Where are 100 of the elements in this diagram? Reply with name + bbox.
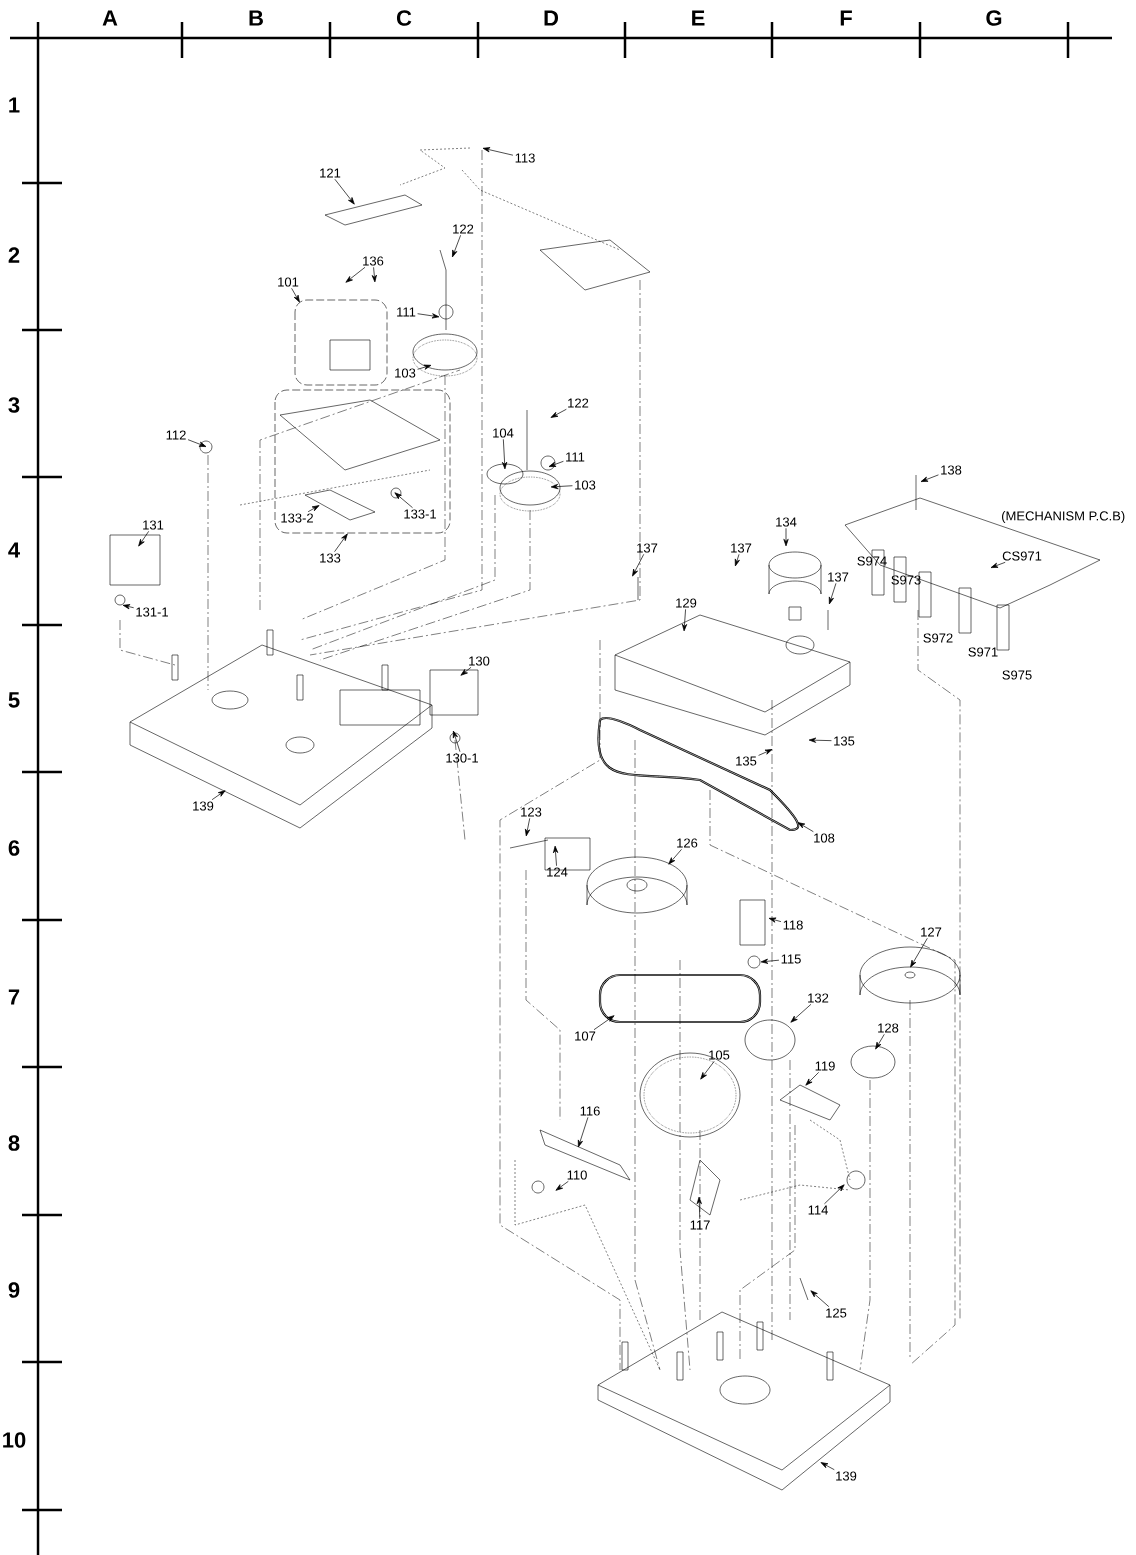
- grid-column-letter: E: [692, 10, 705, 26]
- callout-number: 128: [878, 1023, 899, 1033]
- leader-line: [460, 666, 472, 676]
- callout-number: 126: [677, 838, 698, 848]
- grid-row-number: 4: [8, 542, 20, 558]
- leader-line: [810, 1290, 830, 1308]
- leader-line: [525, 817, 531, 837]
- callout-number: 133: [320, 553, 341, 563]
- callout-number: 139: [193, 801, 214, 811]
- leader-line: [345, 266, 366, 283]
- leader-line: [394, 492, 413, 509]
- leader-line: [577, 1116, 589, 1148]
- callout-number: 101: [278, 277, 299, 287]
- callout-number: 137: [637, 543, 658, 553]
- callout-number: 114: [808, 1205, 828, 1215]
- leader-line: [734, 553, 740, 567]
- leader-line: [875, 1033, 885, 1050]
- callout-number: 118: [783, 920, 803, 930]
- leader-line: [760, 958, 780, 964]
- leader-line: [790, 1003, 812, 1023]
- callout-number: 119: [815, 1061, 835, 1071]
- switch-label: S973: [891, 575, 921, 585]
- leader-line: [211, 790, 226, 801]
- leader-line: [820, 1462, 835, 1471]
- callout-number: 117: [690, 1220, 710, 1230]
- callout-number: 123: [521, 807, 542, 817]
- leader-line: [334, 178, 355, 205]
- callout-number: 103: [395, 368, 416, 378]
- callout-number: 127: [921, 927, 942, 937]
- leader-line: [990, 561, 1006, 568]
- callout-number: 131-1: [136, 607, 168, 617]
- grid-row-number: 5: [8, 692, 20, 708]
- callout-number: 121: [320, 168, 341, 178]
- leader-line: [502, 438, 508, 470]
- callout-number: 105: [709, 1050, 730, 1060]
- leader-line: [593, 1015, 615, 1031]
- leader-line: [417, 313, 440, 319]
- callout-number: 103: [575, 480, 596, 490]
- grid-row-number: 9: [8, 1282, 20, 1298]
- leader-line: [482, 147, 514, 156]
- leader-line: [417, 364, 432, 370]
- callout-number: 139: [836, 1471, 857, 1481]
- leader-line: [138, 530, 150, 547]
- callout-number: 111: [566, 452, 585, 462]
- callout-number: 111: [397, 307, 416, 317]
- grid-row-number: 1: [9, 97, 20, 113]
- leader-line: [700, 1060, 715, 1080]
- callout-number: 131: [143, 520, 164, 530]
- switch-label: S971: [968, 647, 998, 657]
- leader-line: [668, 848, 682, 865]
- leader-line: [808, 737, 832, 743]
- leader-line: [553, 845, 559, 867]
- callout-number: 137: [828, 572, 849, 582]
- switch-label: S975: [1002, 670, 1032, 680]
- callout-number: 122: [453, 224, 474, 234]
- callout-number: 112: [166, 430, 186, 440]
- leader-line: [555, 1180, 569, 1191]
- leader-line: [452, 730, 461, 753]
- leader-line: [548, 460, 564, 467]
- callout-number: CS971: [1002, 551, 1042, 561]
- callout-number: 129: [676, 598, 697, 608]
- grid-row-number: 10: [3, 1432, 26, 1448]
- grid-row-number: 3: [8, 397, 20, 413]
- callout-number: 125: [826, 1308, 847, 1318]
- grid-column-letter: D: [544, 10, 558, 26]
- leader-line: [632, 553, 645, 577]
- grid-row-number: 6: [8, 840, 20, 856]
- callout-number: 130-1: [446, 753, 478, 763]
- callout-number: 113: [515, 153, 535, 163]
- callout-number: 134: [776, 517, 797, 527]
- leader-line: [681, 608, 688, 632]
- callout-number: 116: [580, 1106, 600, 1116]
- grid-row-number: 2: [8, 247, 20, 263]
- leader-line: [550, 483, 573, 490]
- leader-line: [783, 527, 789, 547]
- grid-column-letter: A: [102, 10, 118, 26]
- callout-number: 124: [547, 867, 568, 877]
- callout-number: 132: [808, 993, 829, 1003]
- leader-line: [824, 1184, 845, 1205]
- callout-number: 137: [731, 543, 752, 553]
- callout-number: 135: [834, 736, 855, 746]
- callout-number: 130: [469, 656, 490, 666]
- leader-line: [797, 822, 814, 833]
- grid-column-letter: C: [396, 10, 412, 26]
- leader-line: [696, 1196, 702, 1220]
- callout-number: 122: [568, 398, 589, 408]
- grid-column-letter: G: [986, 10, 1002, 26]
- leader-line: [307, 505, 320, 513]
- leader-line: [452, 234, 461, 258]
- callout-number: 115: [781, 954, 801, 964]
- leader-line: [187, 439, 207, 447]
- callout-number: 104: [493, 428, 514, 438]
- leader-line: [334, 533, 348, 553]
- leader-line: [291, 287, 300, 303]
- leader-line: [920, 474, 939, 482]
- leader-line: [371, 266, 377, 283]
- leader-line: [910, 937, 928, 968]
- callout-number: 108: [814, 833, 835, 843]
- leader-line: [550, 408, 567, 418]
- grid-column-letter: B: [249, 10, 263, 26]
